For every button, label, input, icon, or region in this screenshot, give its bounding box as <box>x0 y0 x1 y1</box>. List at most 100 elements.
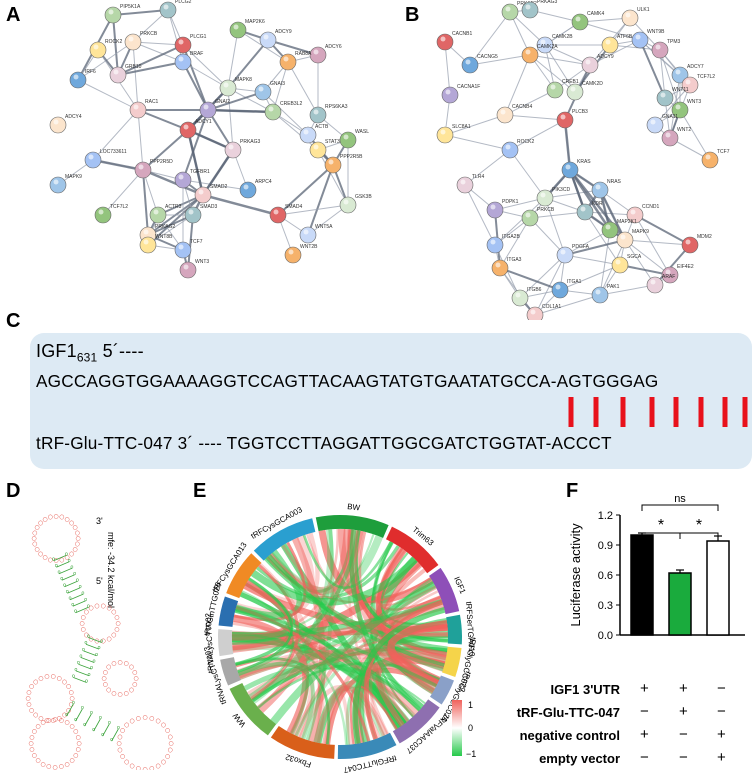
network-node-label: ADCY1 <box>195 119 212 125</box>
rna-base-glyph: o <box>85 678 88 684</box>
network-node <box>681 236 699 254</box>
rna-base-glyph: ○ <box>46 717 51 724</box>
network-edge <box>147 194 204 246</box>
network-node-highlight <box>328 159 334 165</box>
rna-base-glyph: ○ <box>123 690 128 697</box>
network-node-label: MAP2K1 <box>617 219 637 225</box>
network-node-label: TCF7 <box>190 239 203 245</box>
rna-base-pair <box>111 728 119 742</box>
rna-base-glyph: ○ <box>26 701 31 708</box>
network-node <box>179 121 197 139</box>
rna-base-glyph: ○ <box>38 715 43 722</box>
network-edge <box>182 109 209 181</box>
rna-base-glyph: o <box>72 674 75 680</box>
rna-base-pair <box>64 580 78 588</box>
legend-max: 1 <box>468 700 473 710</box>
network-node-highlight <box>258 86 264 92</box>
network-node <box>224 141 242 159</box>
circos-chord <box>241 590 294 697</box>
circos-sector <box>218 629 234 657</box>
network-edge <box>182 44 229 89</box>
rna-base-glyph: ○ <box>68 701 73 708</box>
rna-base-pair <box>75 606 89 614</box>
circos-chord <box>281 544 436 691</box>
circos-chord <box>239 664 309 734</box>
circos-chord <box>235 605 371 742</box>
network-node-label: TPM3 <box>667 39 681 45</box>
network-node-label: STAT3 <box>325 139 340 145</box>
rna-base-glyph: o <box>55 563 58 569</box>
rna-base-glyph: ○ <box>101 675 106 682</box>
rna-base-pair <box>75 708 83 722</box>
circos-sector <box>446 614 462 645</box>
circos-chord <box>236 631 448 672</box>
network-node <box>264 103 282 121</box>
rna-base-glyph: ○ <box>34 546 39 553</box>
circos-chord <box>235 606 438 688</box>
network-edge <box>137 109 144 171</box>
rna-base-glyph: ○ <box>111 632 116 639</box>
network-node-label: PAK1 <box>607 284 620 290</box>
rna-base-glyph: ○ <box>64 719 69 726</box>
network-edge <box>563 119 572 171</box>
igf1-position: 631 <box>76 350 98 365</box>
trf-sequence: tRF-Glu-TTC-047 3´ ---- TGGTCCTTAGGATTGG… <box>36 433 612 453</box>
network-node-label: CAMK2D <box>582 81 603 87</box>
network-node-highlight <box>540 39 546 45</box>
network-node-label: ULK1 <box>637 7 650 13</box>
network-node-highlight <box>178 39 184 45</box>
network-node-label: CREB1 <box>562 79 579 85</box>
network-node-highlight <box>283 56 289 62</box>
rna-base-glyph: o <box>74 609 77 615</box>
igf1-tail: 5´---- <box>97 341 144 361</box>
network-node <box>456 176 474 194</box>
network-node <box>501 3 519 21</box>
network-edge <box>634 214 671 276</box>
network-node <box>174 241 192 259</box>
network-node-highlight <box>505 6 511 12</box>
circos-sector-label: tRFSerTGA010 <box>464 601 476 657</box>
network-node-label: ROCK2 <box>517 139 534 145</box>
treatment-symbol: + <box>679 680 688 697</box>
network-edge <box>464 149 511 186</box>
rna-base-glyph: o <box>82 647 85 653</box>
rna-base-glyph: ○ <box>88 636 93 643</box>
network-node-label: CREB3L2 <box>280 101 302 107</box>
network-node-highlight <box>575 16 581 22</box>
network-node-highlight <box>525 49 531 55</box>
rna-base-glyph: o <box>88 672 91 678</box>
network-node-label: KDR <box>592 201 603 207</box>
rna-secondary-structure: mfe: -34.2 kcal/mol 3' 5' ○○○○○○○○○○○○○○… <box>25 513 173 770</box>
legend-min: −1 <box>466 749 476 759</box>
rna-base-glyph: ○ <box>44 673 49 680</box>
network-node-label: BRAF <box>190 51 203 57</box>
circos-chord <box>270 581 437 725</box>
rna-base-glyph: ○ <box>64 554 69 561</box>
circos-sector <box>220 657 241 686</box>
rna-base-glyph: ○ <box>31 535 36 542</box>
network-node-highlight <box>163 4 169 10</box>
network-node-label: ADCY9 <box>597 54 614 60</box>
network-node-label: CAMK2B <box>552 34 573 40</box>
network-node <box>184 206 202 224</box>
rna-base-glyph: ○ <box>120 753 125 760</box>
circos-chord <box>388 585 449 637</box>
network-node-highlight <box>223 82 229 88</box>
rna-base-pair <box>66 703 74 717</box>
rna-base-glyph: ○ <box>48 514 53 521</box>
rna-base-glyph: o <box>93 658 96 664</box>
network-edge <box>142 169 149 236</box>
network-node-highlight <box>178 56 184 62</box>
network-node-highlight <box>685 239 691 245</box>
network-edge <box>227 29 239 89</box>
network-edge <box>267 39 319 56</box>
network-b: PRKAB2PRKAG3CAMK4ULK1CACNB1CAMK2BATF6BWN… <box>436 0 730 320</box>
network-edge <box>92 109 139 161</box>
rna-base-glyph: o <box>101 732 104 738</box>
network-node-highlight <box>525 212 531 218</box>
circos-sector <box>337 732 397 759</box>
network-node-highlight <box>565 164 571 170</box>
network-edge <box>579 21 641 41</box>
network-node-highlight <box>635 34 641 40</box>
